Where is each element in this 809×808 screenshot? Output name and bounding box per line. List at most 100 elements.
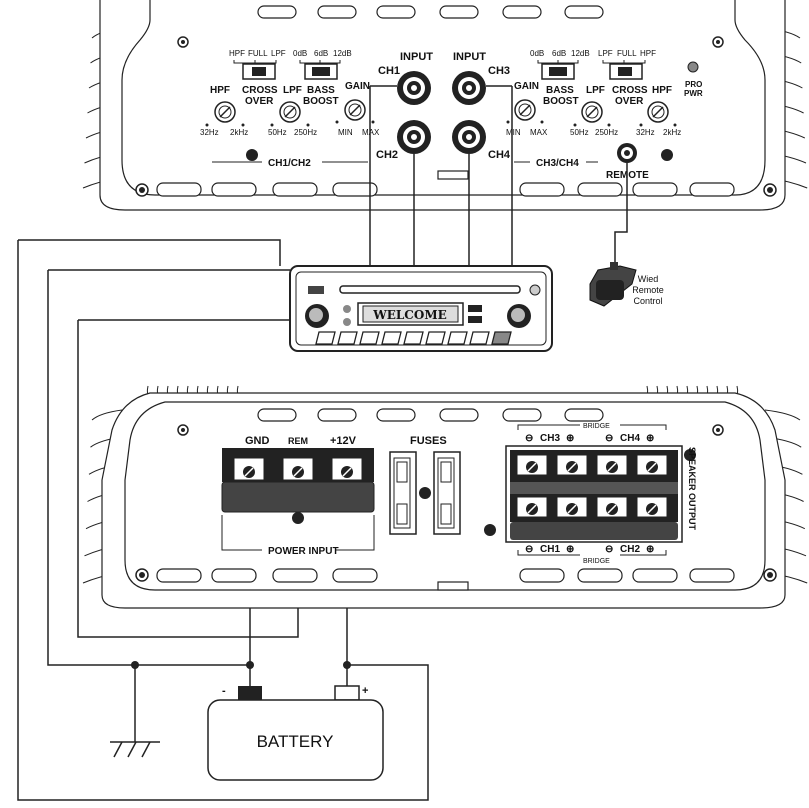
pwr-label: PWR [684, 89, 703, 98]
remote-jack[interactable] [617, 143, 637, 163]
sw-label-12db: 12dB [571, 49, 590, 58]
preset-button[interactable] [491, 331, 512, 345]
knob-label: HPF [652, 85, 672, 96]
wired-remote[interactable]: Wied Remote Control [589, 262, 664, 307]
bottom-amp-screws [135, 424, 777, 582]
ch12-crossover-switch[interactable]: HPF FULL LPF [229, 49, 286, 80]
rca-cable-ch4 [486, 85, 513, 266]
fuse-1[interactable] [389, 451, 417, 535]
battery-negative-terminal[interactable] [238, 686, 262, 700]
ch12-bass-switch[interactable]: 0dB 6dB 12dB [293, 49, 352, 80]
rem-label: REM [288, 436, 308, 446]
hu-small-button[interactable] [343, 305, 351, 313]
top-amp-screws [135, 36, 777, 197]
rca-cable-ch1 [369, 85, 397, 266]
preset-button[interactable] [425, 331, 446, 345]
preset-button[interactable] [447, 331, 468, 345]
speaker-output-block: BRIDGE ⊖ CH3 ⊕ ⊖ CH4 ⊕ ⊖ CH1 ⊕ ⊖ CH2 ⊕ B… [505, 423, 697, 565]
bass-boost-label: BASS [546, 85, 574, 96]
terminal-rem[interactable] [282, 457, 314, 481]
knob-min: 32Hz [636, 128, 655, 137]
screw-slot [607, 504, 617, 514]
terminal-gnd[interactable] [233, 457, 265, 481]
preset-button[interactable] [403, 331, 424, 345]
rca-jack-ch1[interactable] [397, 71, 431, 105]
knob-label: LPF [586, 85, 605, 96]
sw-label-hpf: HPF [640, 49, 656, 58]
ch12-gain-knob[interactable]: GAIN MIN MAX [335, 81, 381, 137]
sw-label-lpf: LPF [598, 49, 613, 58]
svg-text:⊕: ⊕ [566, 433, 574, 444]
bridge-label-bottom: BRIDGE [583, 558, 610, 565]
hu-indicator [468, 316, 482, 323]
ch4-output-label: CH4 [620, 433, 640, 444]
ch34-gain-knob[interactable]: GAIN MIN MAX [506, 81, 548, 137]
ch34-bass-switch[interactable]: 0dB 6dB 12dB [530, 49, 590, 80]
svg-text:⊖: ⊖ [605, 433, 613, 444]
preset-button[interactable] [337, 331, 358, 345]
ch2-label: CH2 [376, 149, 398, 161]
speaker-terminals [516, 454, 668, 518]
svg-text:⊕: ⊕ [646, 433, 654, 444]
bass-boost-label: BOOST [303, 96, 339, 107]
ch12-group-label: CH1/CH2 [268, 158, 311, 169]
preset-buttons [315, 331, 512, 345]
preset-button[interactable] [469, 331, 490, 345]
preset-button[interactable] [359, 331, 380, 345]
knob-max: MAX [530, 128, 548, 137]
ch34-group-label: CH3/CH4 [536, 158, 579, 169]
volume-knob-right[interactable] [507, 304, 531, 328]
hu-small-button[interactable] [343, 318, 351, 326]
knob-label: HPF [210, 85, 230, 96]
rca-jack-ch2[interactable] [397, 120, 431, 154]
preset-button[interactable] [315, 331, 336, 345]
ground-wire-to-gnd [47, 269, 290, 666]
sw-label-full: FULL [248, 49, 268, 58]
svg-text:⊕: ⊕ [566, 544, 574, 555]
fuse-block: FUSES [389, 435, 461, 535]
knob-max: MAX [362, 128, 380, 137]
bottom-amplifier: GND REM +12V POWER INPUT FUSES BRIDGE ⊖ … [82, 385, 808, 609]
rca-jack-ch4[interactable] [452, 120, 486, 154]
ch12-lpf-knob[interactable]: LPF 50Hz 250Hz [268, 85, 317, 137]
sw-label-lpf: LPF [271, 49, 286, 58]
eject-button[interactable] [529, 284, 541, 296]
volume-knob-left[interactable] [305, 304, 329, 328]
knob-max: 250Hz [294, 128, 317, 137]
sw-label-0db: 0dB [293, 49, 307, 58]
preset-button[interactable] [381, 331, 402, 345]
crossover-label: OVER [245, 96, 274, 107]
remote-caption: Control [633, 296, 662, 306]
sw-label-12db: 12dB [333, 49, 352, 58]
battery-body [207, 699, 384, 781]
terminal-12v[interactable] [331, 457, 363, 481]
knob-label: LPF [283, 85, 302, 96]
pro-pwr-led: PRO PWR [684, 61, 703, 98]
ch34-hpf-knob[interactable]: HPF 32Hz 2kHz [636, 85, 681, 137]
head-unit: WELCOME [289, 265, 553, 352]
ch12-hpf-knob[interactable]: HPF 32Hz 2kHz [200, 85, 248, 137]
sw-label-full: FULL [617, 49, 637, 58]
sw-label-6db: 6dB [552, 49, 566, 58]
knob-min: 32Hz [200, 128, 219, 137]
speaker-output-label: SPEAKER OUTPUT [687, 447, 697, 531]
fuse-2[interactable] [433, 451, 461, 535]
svg-text:⊕: ⊕ [646, 544, 654, 555]
battery-positive-terminal[interactable] [334, 685, 360, 701]
bass-boost-label: BOOST [543, 96, 579, 107]
rca-jack-ch3[interactable] [452, 71, 486, 105]
ch34-crossover-switch[interactable]: LPF FULL HPF [598, 49, 656, 80]
screw-slot [567, 504, 577, 514]
fin [91, 409, 123, 421]
input-label-left: INPUT [400, 51, 433, 63]
wiring [17, 85, 628, 801]
sw-label-0db: 0dB [530, 49, 544, 58]
bridge-label-top: BRIDGE [583, 423, 610, 430]
crossover-label: CROSS [242, 85, 278, 96]
ch34-lpf-knob[interactable]: LPF 50Hz 250Hz [570, 85, 618, 137]
ground-symbol-icon [110, 741, 160, 758]
input-label-right: INPUT [453, 51, 486, 63]
battery-label: BATTERY [257, 732, 334, 751]
